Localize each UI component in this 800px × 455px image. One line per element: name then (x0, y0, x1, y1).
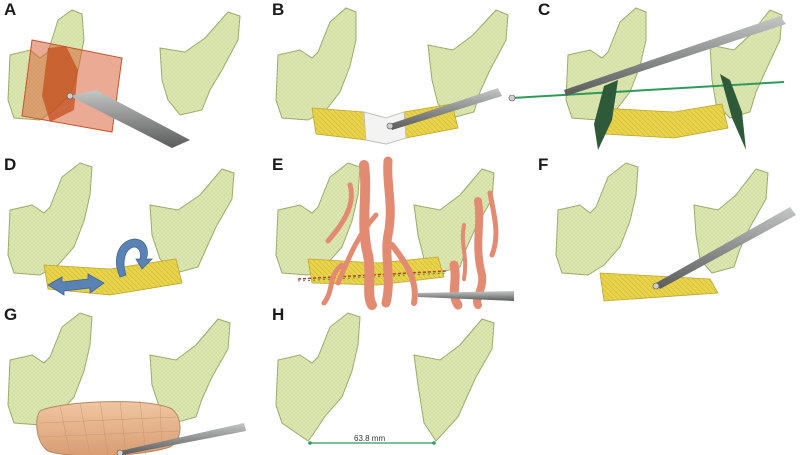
bone-segment (599, 103, 729, 139)
panel-label: D (4, 155, 17, 174)
panel-label: E (272, 155, 284, 174)
guide-line (511, 81, 785, 99)
pointer-tip (652, 282, 660, 290)
measurement-label: 63.8 mm (354, 434, 385, 443)
pointer-tool (390, 88, 502, 130)
left-mandible-bone (275, 312, 361, 442)
cut-plane-left (594, 80, 618, 150)
panel-g: G (0, 305, 260, 455)
cut-plane-inner (42, 46, 78, 122)
rotate-arrow (116, 238, 153, 278)
panel-label: F (538, 155, 549, 174)
bone-segment (307, 256, 445, 286)
left-mandible-bone (275, 7, 357, 121)
guide-point (508, 94, 516, 102)
reconstruction-plate (36, 401, 181, 455)
left-mandible-bone (275, 162, 361, 276)
pointer-tool (564, 16, 786, 96)
panel-f: F (534, 155, 796, 305)
left-mandible-bone (7, 162, 93, 276)
panel-d: D (0, 155, 260, 305)
right-mandible-bone (159, 11, 241, 116)
pointer-tool (418, 291, 514, 301)
panel-b: B (268, 0, 528, 150)
pointer-tool (656, 207, 796, 289)
right-mandible-bone (149, 168, 235, 274)
panel-label: A (4, 0, 17, 19)
panel-e: E (268, 155, 528, 310)
left-mandible-bone (7, 312, 93, 426)
left-mandible-bone (555, 162, 639, 276)
panel-label: H (272, 305, 285, 324)
plate-mesh (39, 400, 179, 455)
selection-patch (363, 111, 407, 145)
right-mandible-bone (413, 318, 495, 442)
right-mandible-bone (427, 9, 509, 119)
pointer-tool (70, 90, 190, 148)
measurement-end-right (432, 441, 436, 445)
panel-h: 63.8 mm H (268, 305, 528, 455)
pointer-tip (386, 122, 394, 130)
translate-arrow (47, 273, 105, 296)
pointer-tip (116, 449, 124, 455)
panel-label: G (4, 305, 18, 324)
panel-label: B (272, 0, 285, 19)
panel-a: A (0, 0, 260, 150)
pointer-tip (66, 92, 74, 100)
measurement-end-left (308, 441, 312, 445)
panel-label: C (538, 0, 551, 19)
panel-c: C (508, 0, 794, 150)
pointer-tool (120, 423, 246, 455)
cut-plane-right (720, 74, 746, 150)
